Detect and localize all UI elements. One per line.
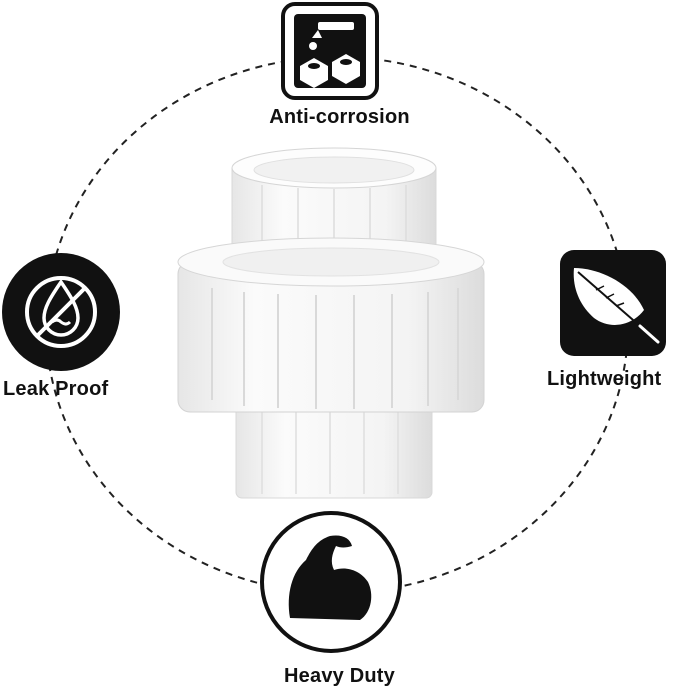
- feature-label-leak-proof: Leak Proof: [3, 378, 109, 400]
- feature-label-anti-corrosion: Anti-corrosion: [269, 106, 410, 128]
- feature-label-lightweight: Lightweight: [547, 368, 662, 390]
- no-water-drop-icon: [2, 253, 120, 371]
- feather-icon: [560, 250, 666, 356]
- pvc-union-product: [177, 147, 485, 499]
- anti-corrosion-icon: [281, 2, 379, 100]
- flexed-arm-icon: [260, 511, 402, 653]
- feature-label-heavy-duty: Heavy Duty: [284, 665, 395, 687]
